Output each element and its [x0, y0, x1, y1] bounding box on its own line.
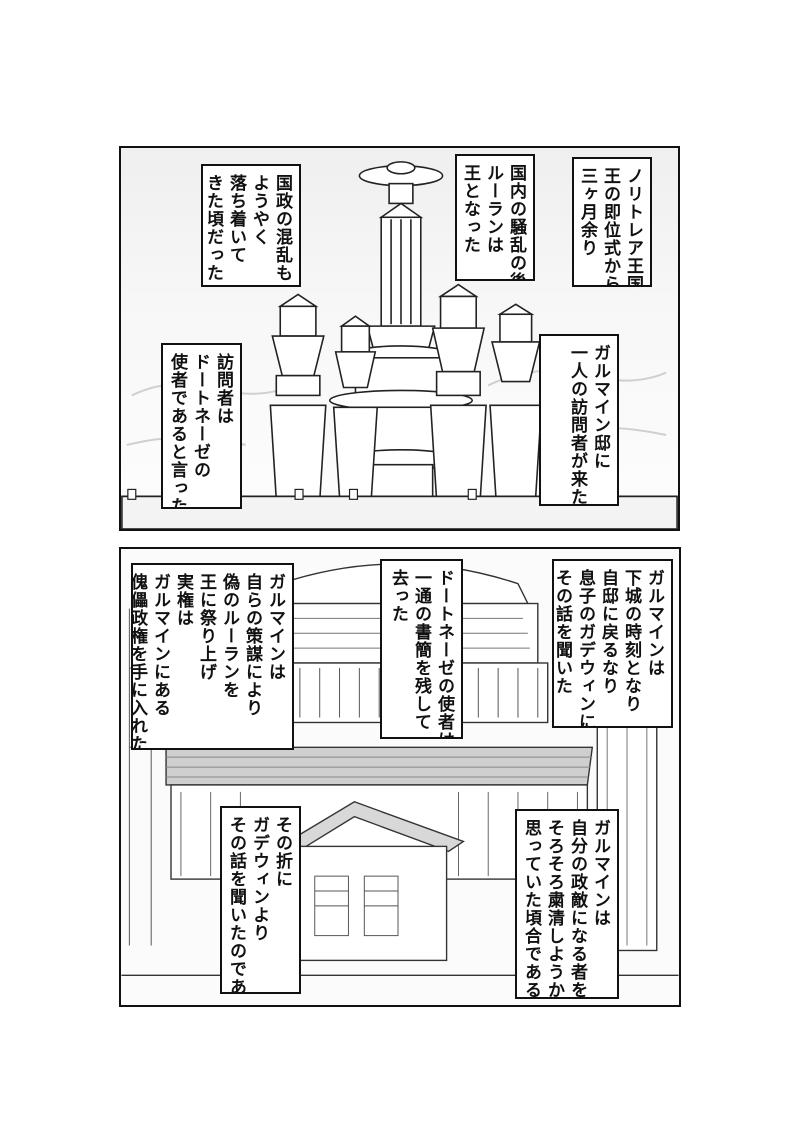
- caption-line: その話を聞いた: [552, 569, 572, 695]
- caption-line: 三ヶ月余り: [577, 167, 597, 257]
- caption-line: ようやく: [249, 174, 269, 246]
- caption-box: ノリトレア王国 王の即位式から 三ヶ月余り: [572, 157, 652, 287]
- caption-line: 傀儡政権を手に入れた: [131, 573, 147, 750]
- caption-line: ガルマインにある: [150, 573, 170, 717]
- caption-line: 偽のルーランを: [219, 573, 239, 699]
- caption-line: 自らの策謀により: [242, 573, 262, 717]
- caption-line: 国政の混乱も: [272, 174, 292, 282]
- caption-line: きた頃だった: [203, 174, 223, 282]
- caption-box: ガルマインは 下城の時刻となり 自邸に戻るなり 息子のガデウィンに その話を聞い…: [552, 559, 673, 728]
- caption-line: 一人の訪問者が来た: [567, 344, 587, 506]
- caption-box: 国政の混乱も ようやく 落ち着いて きた頃だった: [201, 164, 301, 287]
- caption-line: ガデウィンより: [249, 816, 269, 942]
- panel-2: ガルマインは 下城の時刻となり 自邸に戻るなり 息子のガデウィンに その話を聞い…: [119, 547, 681, 1007]
- caption-box: ガルマイン邸に 一人の訪問者が来た: [539, 334, 619, 506]
- caption-line: 去った: [388, 569, 408, 623]
- caption-line: 息子のガデウィンに: [575, 569, 595, 728]
- caption-line: ノリトレア王国: [623, 167, 643, 287]
- caption-line: 自邸に戻るなり: [598, 569, 618, 695]
- caption-line: ガルマインは: [644, 569, 664, 677]
- caption-line: 王となった: [460, 164, 480, 254]
- caption-line: ドートネーゼの: [190, 353, 210, 479]
- caption-line: その話を聞いたのである: [226, 816, 246, 994]
- mansion-illustration: [121, 563, 679, 976]
- caption-line: 使者であると言った: [167, 353, 187, 509]
- caption-line: 一通の書簡を残して: [411, 569, 431, 731]
- caption-box: 訪問者は ドートネーゼの 使者であると言った: [161, 343, 242, 509]
- caption-line: ルーランは: [483, 164, 503, 254]
- caption-box: 国内の騒乱の後 ルーランは 王となった: [455, 154, 535, 281]
- caption-line: ガルマインは: [265, 573, 285, 681]
- caption-line: 思っていた頃合である: [521, 819, 541, 999]
- palace-towers-illustration: [121, 161, 678, 529]
- caption-box: ガルマインは 自らの策謀により 偽のルーランを 王に祭り上げ 実権は ガルマイン…: [131, 563, 294, 750]
- caption-line: ガルマイン邸に: [590, 344, 610, 470]
- caption-box: その折に ガデウィンより その話を聞いたのである: [220, 806, 301, 994]
- caption-line: ドートネーゼの使者は: [434, 569, 454, 739]
- caption-line: 王に祭り上げ: [196, 573, 216, 681]
- caption-line: 国内の騒乱の後: [506, 164, 526, 281]
- caption-box: ガルマインは 自分の政敵になる者を そろそろ粛清しようかと 思っていた頃合である: [515, 809, 619, 999]
- caption-line: 自分の政敵になる者を: [567, 819, 587, 999]
- caption-line: 落ち着いて: [226, 174, 246, 264]
- caption-line: 下城の時刻となり: [621, 569, 641, 713]
- caption-line: 訪問者は: [213, 353, 233, 425]
- caption-box: ドートネーゼの使者は 一通の書簡を残して 去った: [380, 559, 463, 739]
- caption-line: 実権は: [173, 573, 193, 627]
- panel-1: ノリトレア王国 王の即位式から 三ヶ月余り 国内の騒乱の後 ルーランは 王となっ…: [119, 146, 680, 531]
- caption-line: ガルマインは: [590, 819, 610, 927]
- caption-line: 王の即位式から: [600, 167, 620, 287]
- caption-line: そろそろ粛清しようかと: [544, 819, 564, 999]
- caption-line: その折に: [272, 816, 292, 888]
